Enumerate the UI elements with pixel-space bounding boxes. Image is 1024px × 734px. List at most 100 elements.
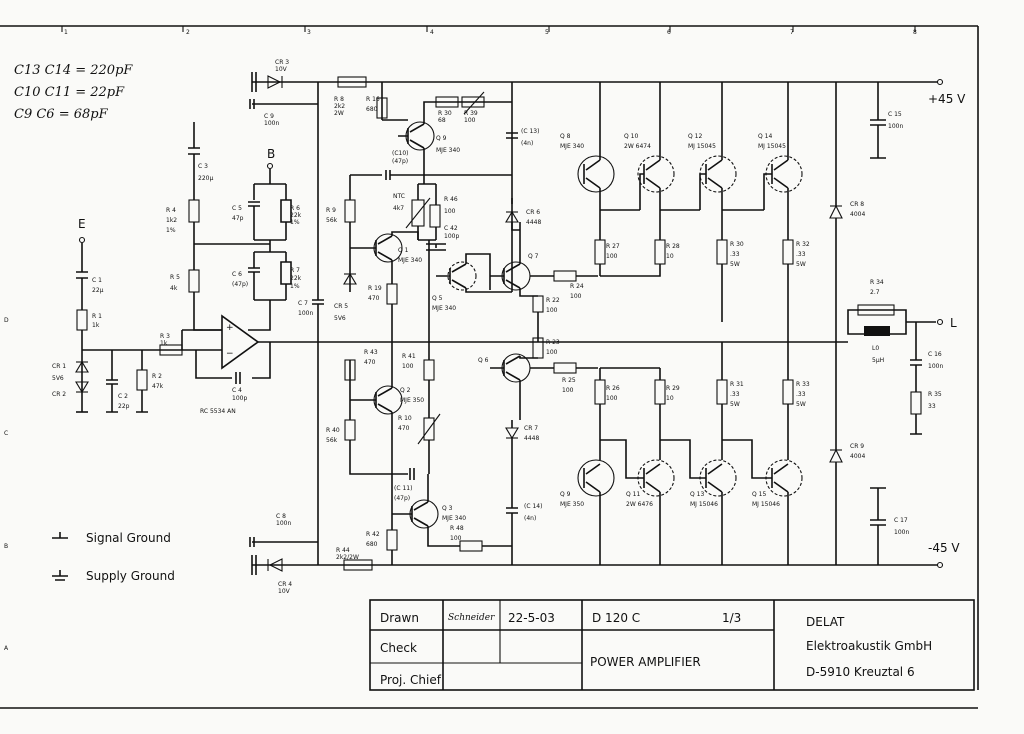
- q11-label: Q 11: [626, 491, 640, 498]
- q10-type: 2W 6474: [624, 143, 651, 150]
- c13-value: (4n): [521, 140, 533, 147]
- r42-value: 680: [366, 541, 378, 548]
- ntc-value: 4k7: [393, 205, 404, 212]
- r44-label: R 44: [336, 547, 350, 554]
- note-line: C10 C11 = 22pF: [14, 85, 125, 100]
- row-letter: B: [4, 543, 8, 550]
- c10-value: (47p): [392, 158, 408, 165]
- bias-network: NTC 4k7 R 46 100 C 42 100p: [393, 183, 459, 251]
- q3-label: Q 3: [442, 505, 453, 512]
- r2-value: 47k: [152, 383, 164, 390]
- r46-value: 100: [444, 208, 456, 215]
- driver-stage: R 9 56k CR 5 5V6 Q 1 MJE 340 R 19 470 R …: [326, 175, 512, 571]
- col-number: 2: [186, 29, 190, 36]
- node-l-label: L: [950, 316, 957, 330]
- c4-label: C 4: [232, 387, 242, 394]
- cr3-label: CR 3: [275, 59, 289, 66]
- r29-label: R 29: [666, 385, 680, 392]
- r19-label: R 19: [368, 285, 382, 292]
- r23-label: R 23: [546, 339, 560, 346]
- col-number: 6: [667, 29, 671, 36]
- r31-label: R 31: [730, 381, 744, 388]
- c15-value: 100n: [888, 123, 903, 130]
- q11-type: 2W 6476: [626, 501, 653, 508]
- q2-type: MJE 350: [400, 397, 424, 404]
- r19-value: 470: [368, 295, 380, 302]
- q9-label: Q 9: [436, 135, 447, 142]
- c3-value: 220µ: [198, 175, 213, 182]
- sheet-number: 1/3: [722, 611, 741, 625]
- company-address: D-5910 Kreuztal 6: [806, 665, 915, 679]
- r31-rating: 5W: [730, 401, 740, 408]
- r26-value: 100: [606, 395, 618, 402]
- q14-label: Q 14: [758, 133, 772, 140]
- r32-rating: 5W: [796, 261, 806, 268]
- r25-value: 100: [562, 387, 574, 394]
- title-block: Drawn Schneider 22-5-03 Check Proj. Chie…: [369, 599, 975, 691]
- col-number: 5: [545, 29, 549, 36]
- c2-label: C 2: [118, 393, 128, 400]
- r3-label: R 3: [160, 333, 170, 340]
- r33-rating: 5W: [796, 401, 806, 408]
- col-number: 1: [64, 29, 68, 36]
- signal-ground-icon: [52, 532, 68, 539]
- r40-label: R 40: [326, 427, 340, 434]
- c5-value: 47p: [232, 215, 244, 222]
- c1-value: 22µ: [92, 287, 104, 294]
- c2-value: 22p: [118, 403, 130, 410]
- c14-label: (C 14): [524, 503, 542, 510]
- q6-label: Q 6: [478, 357, 489, 364]
- drawn-signature: Schneider: [448, 613, 495, 623]
- output-stage-lower: R 26 100 Q 9 MJE 350 R 29 10 Q 11 2W 647…: [560, 342, 810, 565]
- node-e-label: E: [78, 217, 86, 231]
- r6-tol: 1%: [290, 219, 300, 226]
- l0-value: 5µH: [872, 357, 884, 364]
- r30-label: R 30: [438, 110, 452, 117]
- c9-value: 100n: [264, 120, 279, 127]
- cr4-label: CR 4: [278, 581, 292, 588]
- input-network: E C 1 22µ R 1 1k CR 1 5V6 CR 2 C 2 22p R…: [52, 217, 222, 413]
- node-b-label: B: [267, 147, 275, 161]
- q8-type: MJE 340: [560, 143, 584, 150]
- r9-value: 56k: [326, 217, 338, 224]
- c42-value: 100p: [444, 233, 459, 240]
- company-name: DELAT: [806, 615, 845, 629]
- r7-tol: 1%: [290, 283, 300, 290]
- cr1-label: CR 1: [52, 363, 66, 370]
- proj-chief-label: Proj. Chief: [380, 673, 442, 687]
- c42-label: C 42: [444, 225, 458, 232]
- q14-type: MJ 15045: [758, 143, 786, 150]
- r16-value: 680: [366, 106, 378, 113]
- r6-label: R 6: [290, 205, 300, 212]
- c13-label: (C 13): [521, 128, 539, 135]
- c9-label: C 9: [264, 113, 274, 120]
- q3-type: MJE 340: [442, 515, 466, 522]
- r25-label: R 25: [562, 377, 576, 384]
- r30-power-rating: 5W: [730, 261, 740, 268]
- c7-value: 100n: [298, 310, 313, 317]
- c15-label: C 15: [888, 111, 902, 118]
- r42-label: R 42: [366, 531, 380, 538]
- r8-r16-group: R 8 2k2 2W R 16 680: [334, 76, 408, 121]
- drawn-date: 22-5-03: [508, 611, 555, 625]
- q7-label: Q 7: [528, 253, 539, 260]
- cr6-value: 4448: [526, 219, 541, 226]
- q12-label: Q 12: [688, 133, 702, 140]
- c6-label: C 6: [232, 271, 242, 278]
- q10-label: Q 10: [624, 133, 638, 140]
- cr8-label: CR 8: [850, 201, 864, 208]
- q15-type: MJ 15046: [752, 501, 780, 508]
- output-network: CR 8 4004 CR 9 4004 C 15 100n R 34 2.7 L…: [829, 82, 957, 565]
- sheet-border: 1 2 3 4 5 6 7 8 D C B A: [0, 25, 979, 709]
- cr2-label: CR 2: [52, 391, 66, 398]
- c10-label: (C10): [392, 150, 409, 157]
- supply-rails: +45 V -45 V CR 3 10V C 9 100n CR 4 10V C…: [249, 59, 966, 595]
- q9-type: MJE 340: [436, 147, 460, 154]
- r22-label: R 22: [546, 297, 560, 304]
- c17-label: C 17: [894, 517, 908, 524]
- r31-value: .33: [730, 391, 740, 398]
- supply-ground-icon: [52, 570, 68, 581]
- r9-label: R 9: [326, 207, 336, 214]
- c16-value: 100n: [928, 363, 943, 370]
- c14-value: (4n): [524, 515, 536, 522]
